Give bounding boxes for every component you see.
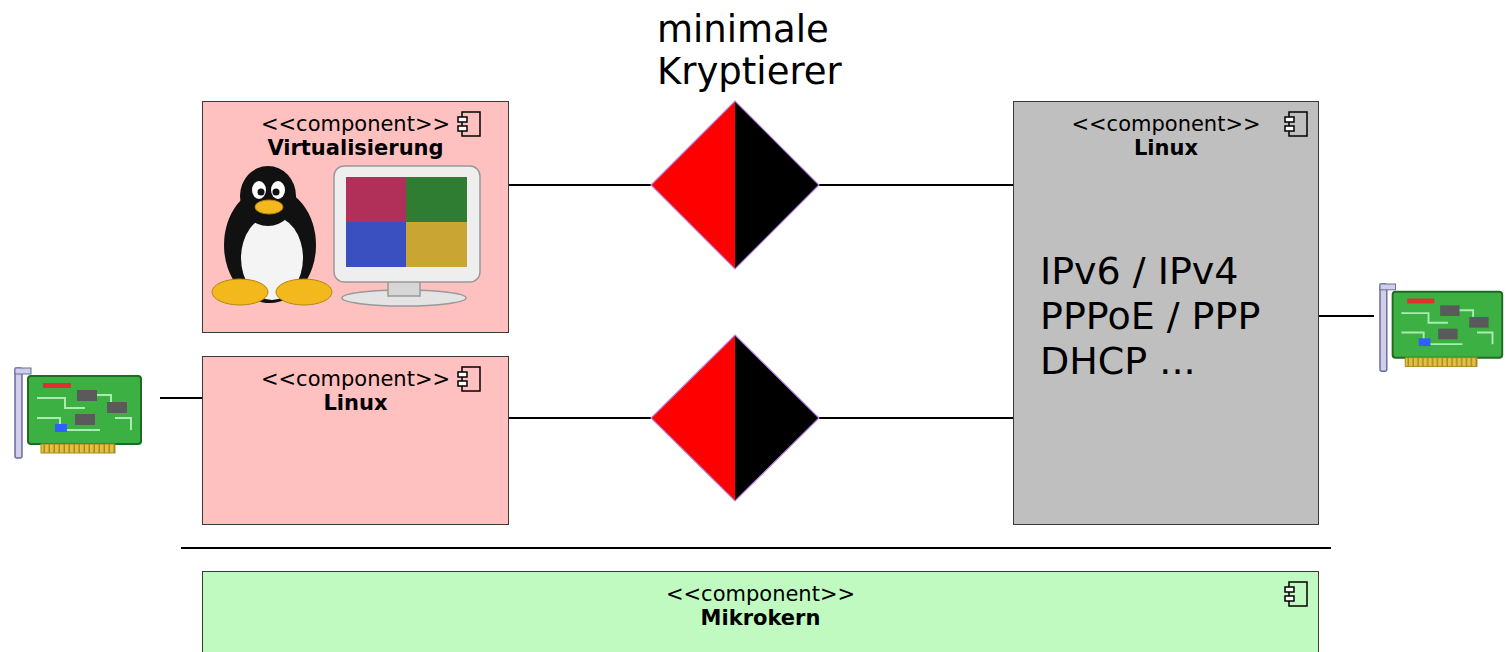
component-icon [1285, 112, 1307, 136]
component-icon [458, 112, 480, 136]
crypto-diamond: minimale Kryptierer [651, 101, 819, 269]
diamond-black-half [735, 335, 819, 501]
network-card-icon [1380, 284, 1502, 371]
component-box: <<component>>Virtualisierung [202, 101, 509, 333]
diamond-outline [651, 101, 819, 269]
stereotype-label: <<component>> [203, 112, 508, 136]
protocol-list: IPv6 / IPv4 PPPoE / PPP DHCP ... [1040, 249, 1302, 384]
diamond-red-half [651, 335, 735, 501]
separator-line [181, 547, 1331, 549]
diamond-shape [651, 335, 819, 501]
component-icon [458, 367, 480, 391]
component-name: Mikrokern [203, 606, 1318, 631]
component-box: <<component>>Mikrokern [202, 571, 1319, 652]
network-card-icon [15, 368, 141, 458]
component-box: <<component>>Linux [202, 356, 509, 525]
component-name: Virtualisierung [203, 136, 508, 161]
component-name: Linux [203, 391, 508, 416]
stereotype-label: <<component>> [203, 367, 508, 391]
component-name: Linux [1014, 136, 1318, 161]
crypto-diamond [651, 335, 819, 501]
connector-line [819, 184, 1013, 186]
connector-line [819, 417, 1013, 419]
diamond-red-half [651, 101, 735, 269]
stereotype-label: <<component>> [1014, 112, 1318, 136]
stereotype-label: <<component>> [203, 582, 1318, 606]
diamond-heading: minimale Kryptierer [657, 9, 897, 93]
penguin-illustration [212, 166, 332, 305]
monitor-illustration [334, 166, 480, 306]
diamond-black-half [735, 101, 819, 269]
connector-line [509, 417, 651, 419]
component-icon [1285, 582, 1307, 606]
nic-wire [160, 397, 202, 399]
component-box: <<component>>LinuxIPv6 / IPv4 PPPoE / PP… [1013, 101, 1319, 525]
diamond-shape [651, 101, 819, 269]
diamond-outline [651, 335, 819, 501]
connector-line [509, 184, 651, 186]
